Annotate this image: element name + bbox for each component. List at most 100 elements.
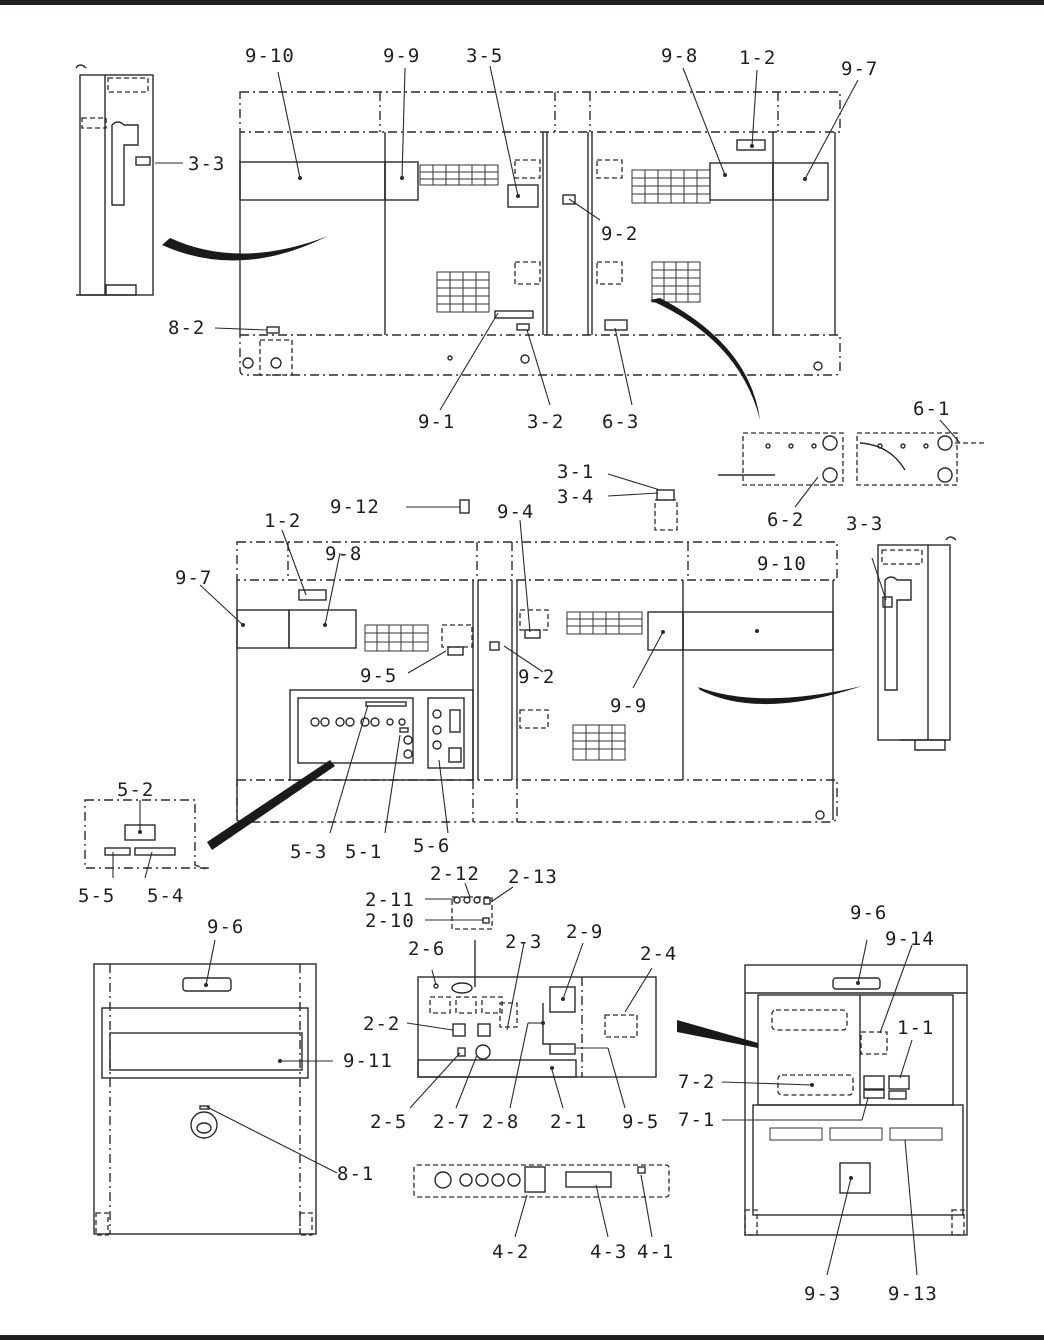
- meter-box: [427, 697, 465, 769]
- callout-2-9: 2-9: [566, 921, 603, 943]
- decal-3-5: [507, 184, 539, 208]
- decal-2-7: [475, 1044, 491, 1060]
- decal-5-1: [399, 727, 409, 733]
- callout-2-3: 2-3: [505, 931, 542, 953]
- callout-9-9: 9-9: [383, 45, 420, 67]
- callout-7-1: 7-1: [678, 1109, 715, 1131]
- callout-6-2: 6-2: [767, 509, 804, 531]
- control-knobs: [310, 717, 413, 759]
- callout-3-4: 3-4: [557, 486, 594, 508]
- callout-7-2: 7-2: [678, 1071, 715, 1093]
- callout-9-9: 9-9: [610, 695, 647, 717]
- front-view: [677, 964, 968, 1236]
- callout-1-1: 1-1: [897, 1017, 934, 1039]
- callout-9-1: 9-1: [418, 411, 455, 433]
- vent-grill: [572, 724, 626, 761]
- vent-grill: [631, 169, 711, 204]
- callout-labels: 9-10 9-9 3-5 9-8 1-2 9-7 3-3 9-2 8-2 9-1…: [78, 45, 950, 1305]
- panel-detail-5: [84, 799, 209, 872]
- callout-9-6: 9-6: [207, 916, 244, 938]
- vent-grill: [566, 611, 643, 635]
- callout-2-7: 2-7: [433, 1111, 470, 1133]
- right-side-view: [75, 64, 841, 420]
- detail-arrow-right: [698, 686, 862, 705]
- callout-5-5: 5-5: [78, 885, 115, 907]
- callout-9-12: 9-12: [330, 496, 380, 518]
- decal-9-7-mid: [236, 609, 290, 649]
- callout-9-2: 9-2: [601, 223, 638, 245]
- callout-6-1: 6-1: [913, 398, 950, 420]
- callout-9-8: 9-8: [661, 45, 698, 67]
- callout-2-2: 2-2: [363, 1013, 400, 1035]
- decal-2-5: [457, 1047, 466, 1057]
- decal-9-9-mid: [647, 611, 684, 651]
- callout-5-4: 5-4: [147, 885, 184, 907]
- callout-9-3: 9-3: [804, 1283, 841, 1305]
- control-panel-detail: [417, 896, 657, 1078]
- callout-8-2: 8-2: [168, 317, 205, 339]
- left-side-view: [207, 541, 862, 850]
- decal-1-1: [888, 1075, 910, 1090]
- callout-2-13: 2-13: [508, 866, 558, 888]
- detail-arrow-front: [677, 1020, 758, 1048]
- decal-9-3: [839, 1162, 871, 1194]
- decal-1-2-top: [736, 139, 766, 151]
- callout-9-5: 9-5: [360, 665, 397, 687]
- callout-9-5: 9-5: [622, 1111, 659, 1133]
- decal-7-1: [863, 1089, 885, 1099]
- decal-9-5-bot: [549, 1043, 576, 1055]
- callout-9-4: 9-4: [497, 501, 534, 523]
- callout-6-3: 6-3: [602, 411, 639, 433]
- callout-9-14: 9-14: [885, 928, 935, 950]
- callout-5-3: 5-3: [290, 841, 327, 863]
- decal-9-9-top: [384, 161, 419, 201]
- callout-2-1: 2-1: [550, 1111, 587, 1133]
- meter-panel-detail: [413, 1164, 670, 1198]
- decal-9-5-mid: [447, 646, 464, 656]
- callout-3-2: 3-2: [527, 411, 564, 433]
- terminal-detail: [718, 432, 985, 486]
- decal-9-7-top: [772, 162, 829, 201]
- top-border-bar: [0, 0, 1044, 5]
- leader-lines: [112, 65, 961, 1276]
- decal-8-2: [266, 326, 280, 334]
- callout-4-3: 4-3: [590, 1241, 627, 1263]
- callout-3-5: 3-5: [466, 45, 503, 67]
- callout-4-1: 4-1: [637, 1241, 674, 1263]
- vent-grill: [769, 1127, 943, 1141]
- callout-3-3: 3-3: [188, 153, 225, 175]
- callout-2-4: 2-4: [640, 943, 677, 965]
- decal-4-2: [524, 1166, 546, 1193]
- decal-9-12: [459, 499, 470, 514]
- callout-5-2: 5-2: [117, 779, 154, 801]
- callout-1-2: 1-2: [739, 47, 776, 69]
- detail-arrow-right: [650, 298, 760, 420]
- callout-4-2: 4-2: [492, 1241, 529, 1263]
- decal-2-1: [417, 1059, 577, 1078]
- callout-2-12: 2-12: [430, 863, 480, 885]
- fuel-cap: [190, 1111, 218, 1139]
- decal-4-3: [565, 1171, 612, 1188]
- decal-9-4: [524, 629, 541, 639]
- callout-9-13: 9-13: [888, 1283, 938, 1305]
- callout-1-2: 1-2: [264, 510, 301, 532]
- detail-arrow-left: [207, 760, 335, 850]
- radiator-side-detail-left: [75, 64, 154, 296]
- decal-2-3: [499, 1002, 518, 1028]
- callout-2-11: 2-11: [365, 889, 415, 911]
- callout-9-10: 9-10: [245, 45, 295, 67]
- decal-5-5: [104, 847, 131, 856]
- callout-2-10: 2-10: [365, 910, 415, 932]
- decal-9-2-top: [562, 194, 576, 205]
- bottom-border-bar: [0, 1335, 1044, 1340]
- rear-view: [93, 963, 317, 1236]
- decal-3-2: [516, 323, 530, 331]
- detail-arrow-left: [162, 236, 328, 261]
- vent-grill: [419, 164, 499, 186]
- vent-grill: [651, 261, 701, 303]
- decal-4-1: [637, 1166, 646, 1174]
- decal-7-2: [777, 1074, 854, 1096]
- decal-9-1: [494, 310, 534, 319]
- decal-9-14: [860, 1031, 888, 1055]
